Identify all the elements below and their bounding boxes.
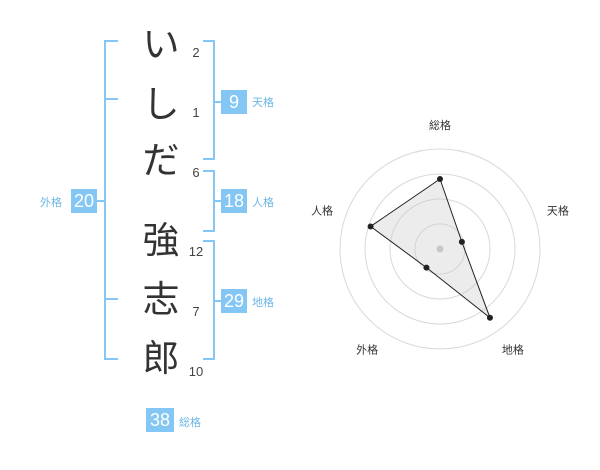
radar-ring-4: [339, 148, 541, 350]
jinkaku-value: 18: [221, 189, 247, 213]
radar-point-3: [486, 314, 493, 321]
gaikaku-label: 外格: [40, 196, 62, 209]
gaikaku-bracket-mid-2: [104, 298, 118, 300]
name-char-3: だ: [142, 139, 180, 182]
name-char-4: 強: [142, 219, 180, 262]
stroke-count-2: 1: [192, 105, 200, 120]
name-char-1: い: [142, 23, 180, 66]
stroke-count-6: 10: [188, 364, 204, 379]
chikaku-label: 地格: [252, 296, 274, 309]
jinkaku-bracket-bottom: [203, 230, 215, 232]
stroke-count-5: 7: [192, 304, 200, 319]
name-char-6: 郎: [142, 337, 180, 380]
tenkaku-connector: [213, 101, 221, 103]
chikaku-value: 29: [221, 289, 247, 313]
name-char-2: し: [142, 83, 180, 126]
radar-ring-3: [364, 173, 516, 325]
tenkaku-bracket: [213, 40, 215, 160]
radar-point-1: [437, 176, 443, 182]
jinkaku-connector: [213, 200, 221, 202]
radar-axis-label-5: 人格: [311, 204, 333, 218]
gaikaku-connector: [96, 200, 106, 202]
radar-center: [436, 245, 444, 253]
stroke-count-4: 12: [188, 244, 204, 259]
gaikaku-bracket-top: [104, 40, 118, 42]
radar-point-2: [458, 238, 465, 245]
tenkaku-bracket-top: [203, 40, 215, 42]
stroke-count-3: 6: [192, 165, 200, 180]
gaikaku-value: 20: [71, 189, 97, 213]
soukaku-value: 38: [146, 408, 174, 432]
gaikaku-bracket-mid-1: [104, 98, 118, 100]
name-char-5: 志: [142, 278, 180, 321]
tenkaku-bracket-bottom: [203, 158, 215, 160]
chikaku-connector: [213, 300, 221, 302]
radar-point-4: [423, 264, 430, 271]
gaikaku-bracket-bottom: [104, 358, 118, 360]
radar-point-5: [367, 223, 374, 230]
tenkaku-label: 天格: [252, 96, 274, 109]
soukaku-label: 総格: [179, 416, 201, 429]
jinkaku-label: 人格: [252, 196, 274, 209]
radar-axis-label-2: 天格: [547, 204, 569, 218]
stroke-count-1: 2: [192, 45, 200, 60]
jinkaku-bracket-top: [203, 170, 215, 172]
chikaku-bracket-bottom: [203, 358, 215, 360]
radar-shape: [369, 178, 492, 320]
radar-axis-label-1: 総格: [429, 118, 451, 132]
radar-axis-label-4: 外格: [356, 342, 378, 356]
tenkaku-value: 9: [221, 90, 247, 114]
chikaku-bracket-top: [203, 240, 215, 242]
radar-axis-label-3: 地格: [502, 342, 524, 356]
radar-ring-2: [389, 198, 491, 300]
